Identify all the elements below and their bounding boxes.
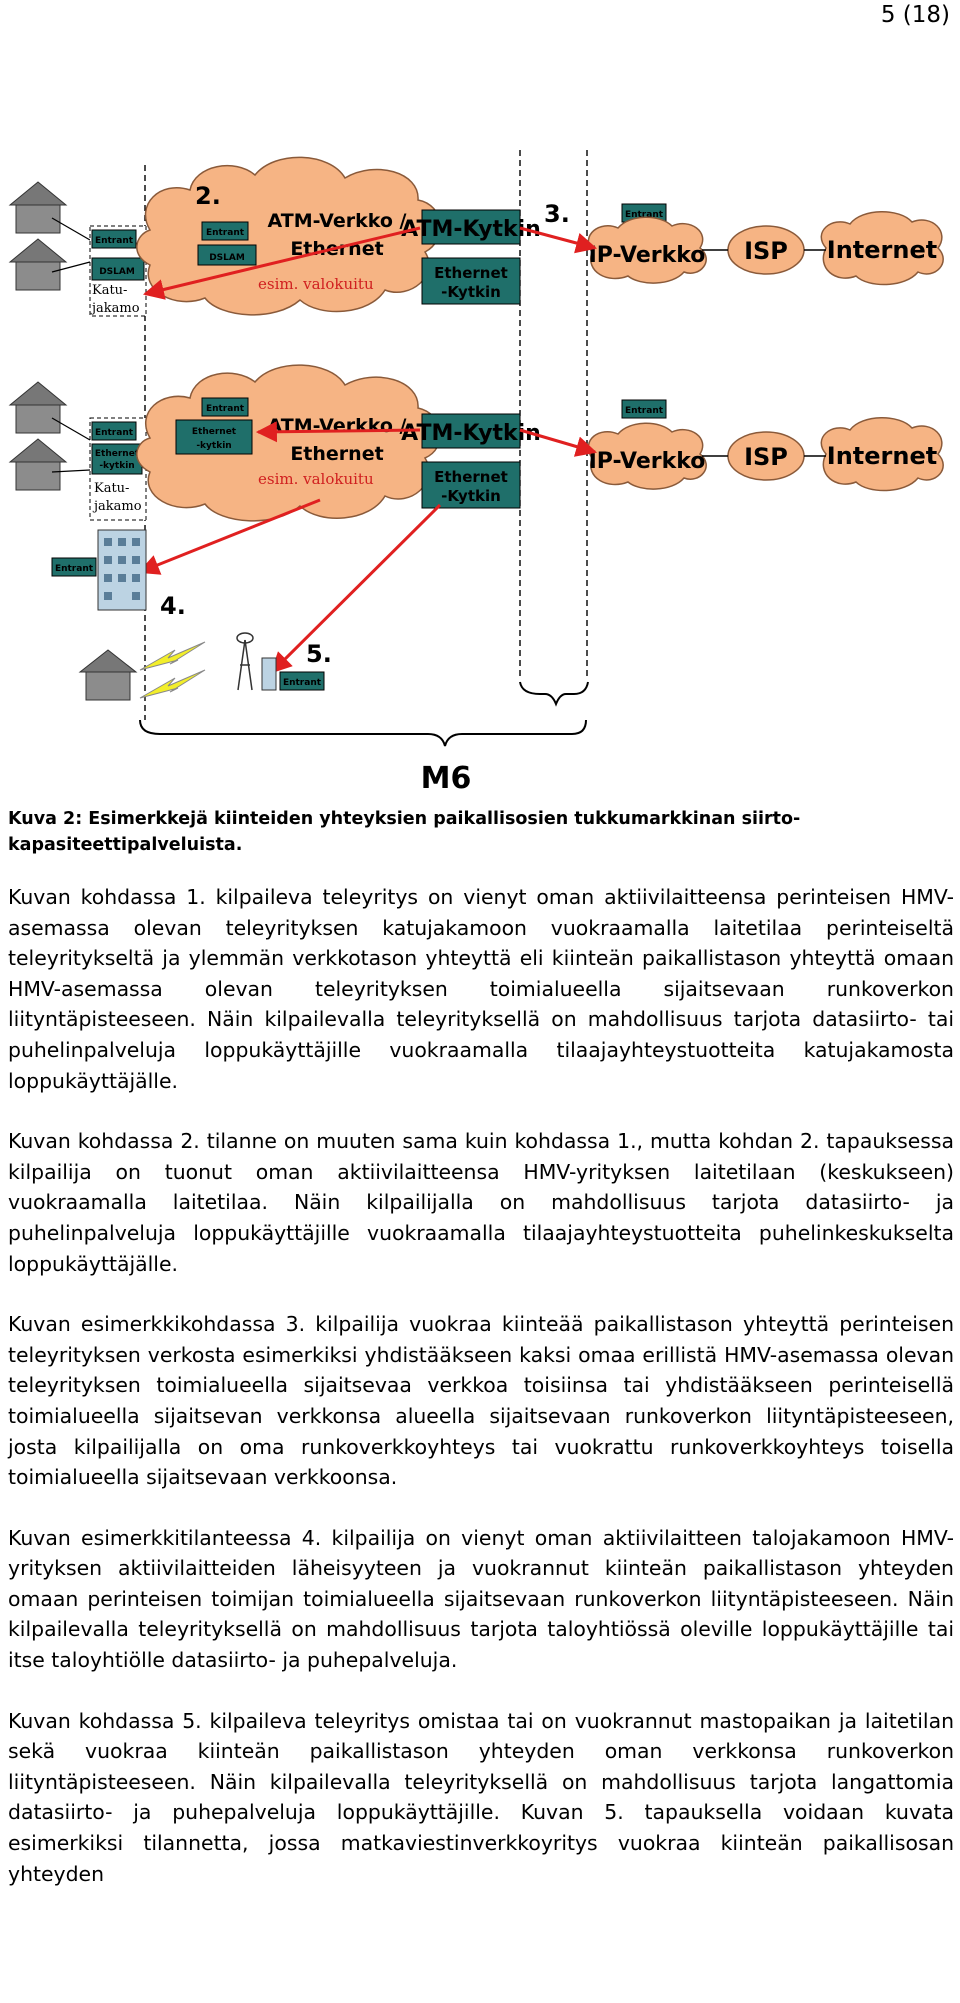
ethernet-switch-box [91, 443, 143, 475]
label-4: 4. [160, 592, 186, 620]
svg-text:-Kytkin: -Kytkin [441, 283, 501, 301]
svg-text:Ethernet: Ethernet [290, 443, 383, 465]
entrant-box [621, 399, 667, 419]
m6-label: M6 [421, 761, 472, 796]
figure-caption: Kuva 2: Esimerkkejä kiinteiden yhteyksie… [8, 809, 801, 855]
svg-text:-Kytkin: -Kytkin [441, 487, 501, 505]
connection-arrow [255, 421, 421, 443]
paragraph: Kuvan kohdassa 2. tilanne on muuten sama… [8, 1129, 954, 1276]
equipment-cabinet-icon [261, 657, 277, 691]
svg-text:Entrant: Entrant [283, 678, 322, 688]
svg-text:esim. valokuitu: esim. valokuitu [258, 470, 374, 488]
atm-cloud [136, 156, 441, 316]
svg-text:jakamo: jakamo [92, 499, 142, 514]
wireless-signal-icon [139, 641, 206, 671]
svg-text:Internet: Internet [827, 442, 937, 470]
entrant-box [279, 671, 325, 691]
entrant-box [91, 229, 137, 249]
house-icon [8, 181, 68, 234]
svg-text:jakamo: jakamo [90, 301, 140, 316]
network-diagram: .cloud { fill: #f6b484; stroke: #8a5a3a;… [8, 150, 944, 796]
svg-text:Ethernet: Ethernet [434, 264, 508, 282]
label-5: 5. [306, 640, 332, 668]
svg-text:DSLAM: DSLAM [99, 267, 135, 277]
svg-text:-kytkin: -kytkin [99, 461, 134, 471]
body-text: Kuvan kohdassa 1. kilpaileva teleyritys … [8, 882, 954, 1919]
connection-arrow [270, 503, 442, 674]
wireless-signal-icon [139, 669, 206, 699]
house-icon [8, 438, 68, 491]
svg-text:Ethernet: Ethernet [192, 427, 237, 437]
connection-arrow [519, 428, 598, 457]
svg-text:IP-Verkko: IP-Verkko [589, 449, 706, 474]
svg-text:Entrant: Entrant [206, 228, 245, 238]
brace [519, 681, 589, 707]
paragraph: Kuvan esimerkkitilanteessa 4. kilpailija… [8, 1525, 954, 1673]
label-3: 3. [544, 200, 570, 228]
svg-text:Entrant: Entrant [95, 428, 134, 438]
svg-text:ISP: ISP [744, 443, 788, 471]
entrant-box [51, 557, 97, 577]
paragraph: Kuvan esimerkkikohdassa 3. kilpailija vu… [8, 1312, 954, 1490]
svg-text:IP-Verkko: IP-Verkko [589, 243, 706, 268]
house-icon [8, 381, 68, 434]
ethernet-switch-box [421, 461, 521, 509]
svg-text:ATM-Kytkin: ATM-Kytkin [401, 217, 541, 242]
ethernet-switch-box [421, 257, 521, 305]
mast-antenna-icon [236, 632, 254, 691]
page-number: 5 (18) [880, 2, 950, 28]
paragraph: Kuvan kohdassa 1. kilpaileva teleyritys … [8, 885, 954, 1093]
house-icon [78, 649, 138, 701]
entrant-box [201, 397, 249, 417]
svg-text:Ethernet: Ethernet [434, 468, 508, 486]
dslam-box [197, 244, 257, 266]
atm-switch-box [421, 413, 521, 449]
connection-arrow [142, 226, 421, 300]
internet-cloud [820, 211, 944, 286]
brace [139, 719, 587, 747]
svg-text:Entrant: Entrant [625, 406, 664, 416]
svg-text:ATM-Verkko /: ATM-Verkko / [268, 210, 407, 232]
dslam-box [91, 257, 145, 281]
svg-text:Internet: Internet [827, 236, 937, 264]
svg-text:Entrant: Entrant [206, 404, 245, 414]
ip-network-cloud [587, 422, 707, 490]
connection-arrow [138, 498, 321, 575]
svg-text:ATM-Verkko /: ATM-Verkko / [268, 415, 407, 437]
svg-text:Katu-: Katu- [92, 283, 127, 298]
internet-cloud [820, 417, 944, 492]
svg-text:Entrant: Entrant [55, 564, 94, 574]
svg-text:-kytkin: -kytkin [196, 441, 231, 451]
paragraph: Kuvan kohdassa 5. kilpaileva teleyritys … [8, 1708, 954, 1886]
svg-text:Katu-: Katu- [94, 481, 129, 496]
label-2: 2. [195, 182, 221, 210]
svg-text:Entrant: Entrant [625, 210, 664, 220]
ip-network-cloud [587, 216, 707, 284]
house-icon [8, 238, 68, 291]
svg-text:esim. valokuitu: esim. valokuitu [258, 275, 374, 293]
entrant-box [91, 421, 137, 441]
ethernet-switch-box [175, 419, 253, 455]
svg-text:Ethernet: Ethernet [95, 449, 140, 459]
svg-text:DSLAM: DSLAM [209, 253, 245, 263]
entrant-box [201, 221, 249, 241]
svg-text:ISP: ISP [744, 237, 788, 265]
atm-switch-box [421, 209, 521, 245]
svg-text:ATM-Kytkin: ATM-Kytkin [401, 421, 541, 446]
connection-arrow [519, 226, 598, 254]
svg-text:Entrant: Entrant [95, 236, 134, 246]
